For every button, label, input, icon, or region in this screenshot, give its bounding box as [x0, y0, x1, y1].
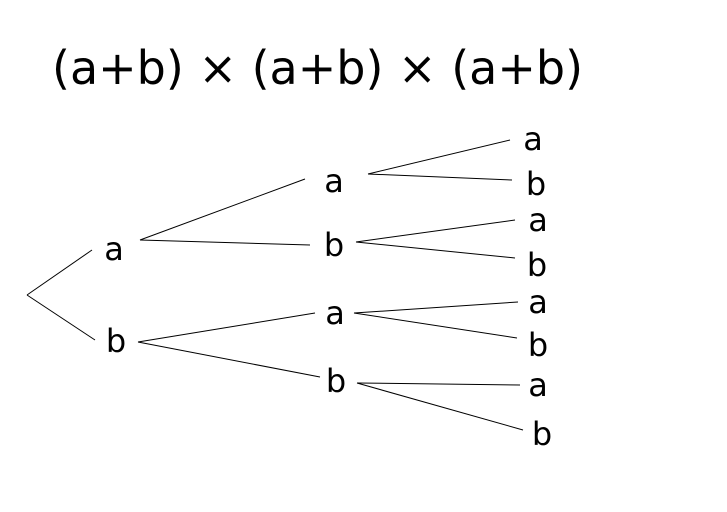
- node-l2-ab: b: [323, 226, 345, 264]
- edge-ba-b: [353, 312, 518, 339]
- edge-ba-a: [353, 301, 519, 314]
- node-l2-ba: a: [325, 294, 345, 332]
- node-l1-a: a: [104, 230, 124, 268]
- node-l3-abb: b: [526, 246, 548, 284]
- expression-title: (a+b) × (a+b) × (a+b): [52, 41, 584, 95]
- node-l3-aba: a: [528, 201, 548, 239]
- node-l2-aa: a: [324, 162, 344, 200]
- node-l2-bb: b: [325, 362, 347, 400]
- edge-bb-a: [356, 382, 521, 386]
- node-l3-bba: a: [528, 366, 548, 404]
- node-l1-b: b: [105, 322, 127, 360]
- node-l3-bab: b: [527, 326, 549, 364]
- edge-aa-b: [367, 173, 513, 181]
- edge-ab-a: [355, 219, 516, 243]
- edge-ab-b: [355, 241, 516, 259]
- node-l3-bbb: b: [531, 415, 553, 453]
- edge-a-b: [139, 239, 311, 246]
- edge-a-a: [139, 178, 306, 241]
- node-l3-baa: a: [528, 283, 548, 321]
- edge-root-b: [26, 294, 96, 341]
- edge-aa-a: [367, 139, 511, 175]
- edge-root-a: [26, 249, 93, 296]
- node-l3-aab: b: [525, 165, 547, 203]
- node-l3-aaa: a: [523, 120, 543, 158]
- edge-b-a: [137, 312, 316, 343]
- edge-b-b: [137, 341, 321, 378]
- edge-bb-b: [356, 382, 524, 431]
